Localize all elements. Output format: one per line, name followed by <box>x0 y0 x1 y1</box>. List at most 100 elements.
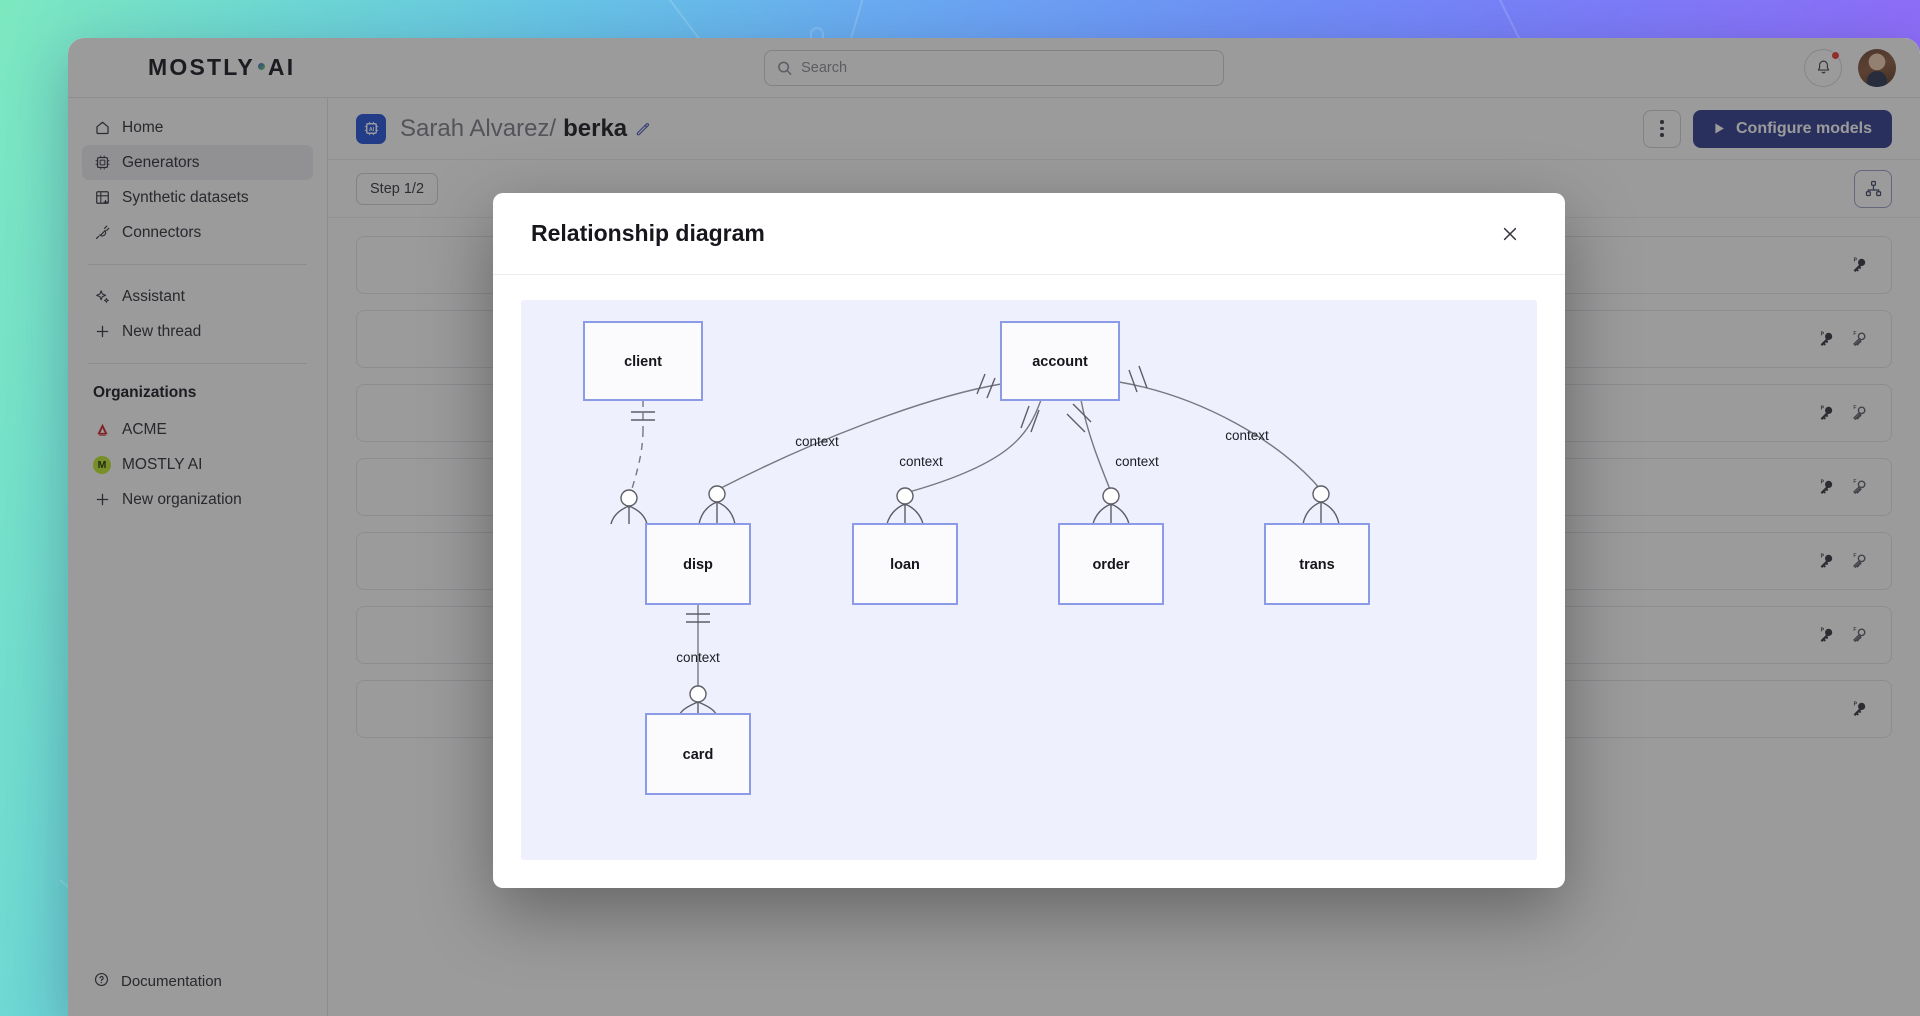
entity-order[interactable]: order <box>1058 523 1164 605</box>
svg-text:F: F <box>1853 627 1856 633</box>
relationship-diagram-modal: Relationship diagram <box>493 193 1565 888</box>
logo-text-primary: MOSTLY <box>148 54 255 80</box>
svg-text:F: F <box>1853 405 1856 411</box>
sidebar-item-connectors[interactable]: Connectors <box>82 215 313 250</box>
breadcrumb: Sarah Alvarez/berka <box>400 115 651 143</box>
entity-label: loan <box>890 557 920 573</box>
sidebar-item-label: ACME <box>122 420 167 438</box>
diagram-canvas[interactable]: context context <box>521 300 1537 860</box>
edge-account-trans: context <box>1118 365 1340 525</box>
sidebar-item-label: Home <box>122 118 164 136</box>
edge-label-account-loan: context <box>899 454 943 469</box>
steps-row-actions <box>1854 169 1892 208</box>
plug-icon <box>93 224 111 242</box>
entity-trans[interactable]: trans <box>1264 523 1370 605</box>
sidebar-divider-1 <box>88 264 307 265</box>
sidebar: Home Generators <box>68 98 328 1016</box>
search-icon <box>778 61 792 75</box>
sidebar-item-org-mostly-ai[interactable]: M MOSTLY AI <box>82 447 313 482</box>
entity-label: trans <box>1299 557 1334 573</box>
search-box[interactable] <box>764 49 1224 86</box>
pencil-edit-icon[interactable] <box>634 120 651 137</box>
entity-account[interactable]: account <box>1000 321 1120 401</box>
entity-card[interactable]: card <box>645 713 751 795</box>
svg-text:P: P <box>1821 553 1825 559</box>
notification-badge-dot <box>1831 50 1840 60</box>
sidebar-item-home[interactable]: Home <box>82 110 313 145</box>
svg-text:P: P <box>1821 479 1825 485</box>
dot <box>1660 133 1664 137</box>
sidebar-item-label: Documentation <box>121 972 222 990</box>
entity-label: account <box>1032 354 1088 370</box>
svg-text:F: F <box>1853 479 1856 485</box>
sidebar-item-new-organization[interactable]: New organization <box>82 482 313 517</box>
top-bar: MOSTLY AI <box>68 38 1920 98</box>
sidebar-item-synthetic-datasets[interactable]: Synthetic datasets <box>82 180 313 215</box>
primary-key-icon: P <box>1820 405 1833 420</box>
edge-label-account-trans: context <box>1225 428 1269 443</box>
entity-disp[interactable]: disp <box>645 523 751 605</box>
svg-text:AI: AI <box>368 127 374 133</box>
dot <box>1660 120 1664 124</box>
relationship-diagram-button[interactable] <box>1854 169 1892 208</box>
sidebar-item-label: Synthetic datasets <box>122 188 249 206</box>
entity-label: disp <box>683 557 713 573</box>
page-header-actions: Configure models <box>1642 109 1892 148</box>
configure-models-button[interactable]: Configure models <box>1692 109 1892 148</box>
svg-text:P: P <box>1821 627 1825 633</box>
search-input[interactable] <box>801 59 1211 76</box>
breadcrumb-generator-name: berka <box>563 114 628 142</box>
step-indicator: Step 1/2 <box>356 172 439 205</box>
edge-account-disp: context <box>698 373 1002 525</box>
notifications-button[interactable] <box>1804 48 1842 87</box>
edge-label-disp-card: context <box>676 650 720 665</box>
sidebar-item-label: MOSTLY AI <box>122 455 203 473</box>
question-circle-icon <box>93 971 110 992</box>
configure-models-label: Configure models <box>1735 119 1872 137</box>
svg-text:P: P <box>1854 257 1858 263</box>
sidebar-item-label: Generators <box>122 153 200 171</box>
edge-account-order: context <box>1066 399 1159 525</box>
entity-loan[interactable]: loan <box>852 523 958 605</box>
sidebar-item-label: New organization <box>122 490 242 508</box>
global-search <box>764 49 1224 86</box>
breadcrumb-owner[interactable]: Sarah Alvarez/ <box>400 114 557 142</box>
primary-key-icon: P <box>1820 553 1833 568</box>
sidebar-item-assistant[interactable]: Assistant <box>82 279 313 314</box>
close-icon <box>1503 227 1517 240</box>
avatar[interactable] <box>1858 48 1896 87</box>
svg-text:F: F <box>1853 553 1856 559</box>
close-button[interactable] <box>1493 217 1527 251</box>
more-actions-button[interactable] <box>1642 109 1681 148</box>
sidebar-item-documentation[interactable]: Documentation <box>82 964 313 998</box>
foreign-key-icon: F <box>1853 553 1866 569</box>
acme-logo-icon <box>93 421 111 439</box>
sidebar-item-generators[interactable]: Generators <box>82 145 313 180</box>
sidebar-item-org-acme[interactable]: ACME <box>82 412 313 447</box>
mostly-ai-org-badge: M <box>93 455 111 474</box>
foreign-key-icon: F <box>1853 627 1866 643</box>
edge-disp-card: context <box>676 604 720 715</box>
app-window: MOSTLY AI <box>68 38 1920 1016</box>
app-logo[interactable]: MOSTLY AI <box>82 54 342 81</box>
entity-label: order <box>1092 557 1129 573</box>
generator-ai-chip-icon: AI <box>356 113 386 144</box>
bell-icon <box>1817 60 1829 74</box>
sidebar-item-new-thread[interactable]: New thread <box>82 314 313 349</box>
hierarchy-icon <box>1865 180 1881 197</box>
play-icon <box>1715 123 1724 134</box>
sidebar-item-label: Assistant <box>122 287 185 305</box>
sidebar-divider-2 <box>88 363 307 364</box>
logo-text-secondary: AI <box>267 54 296 80</box>
entity-client[interactable]: client <box>583 321 703 401</box>
key-badges: P <box>1849 255 1869 275</box>
sparkle-icon <box>93 288 111 306</box>
edge-account-loan: context <box>886 399 1042 525</box>
entity-label: client <box>624 354 662 370</box>
org-badge-letter: M <box>97 458 107 471</box>
dot <box>1660 126 1664 131</box>
